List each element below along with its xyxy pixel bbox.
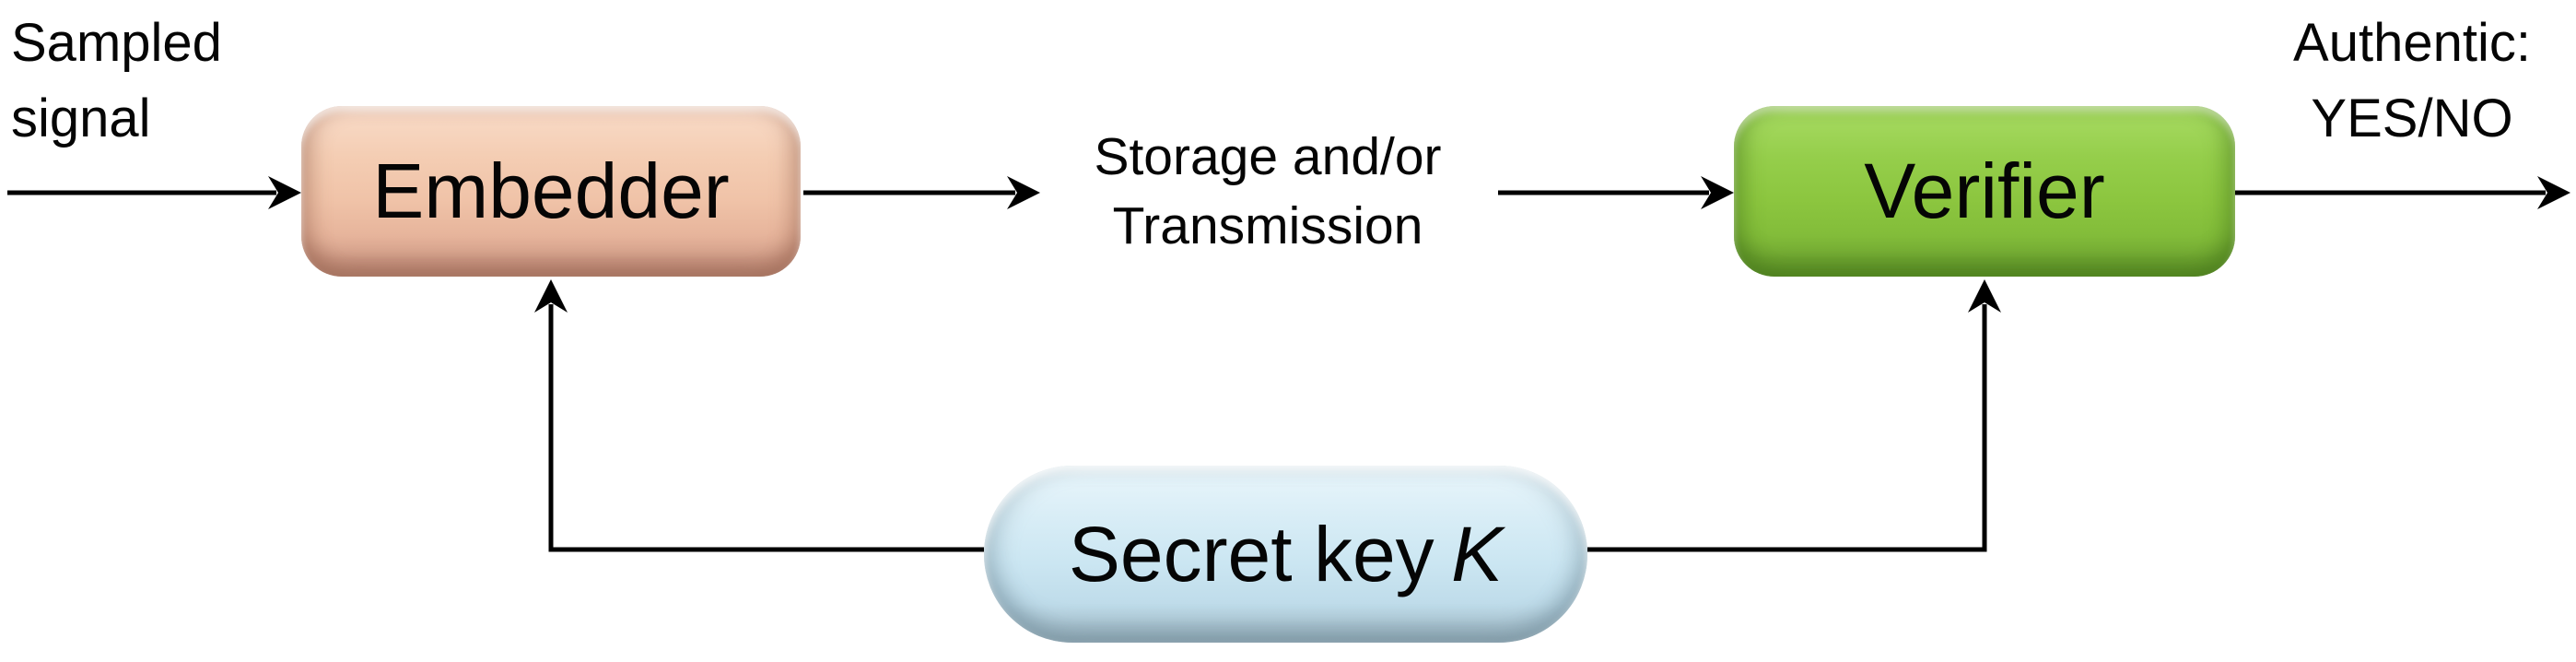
channel-to-verifier-arrow [1498,176,1734,209]
input-signal-label: Sampled signal [11,6,222,157]
output-result-label-line2: YES/NO [2311,89,2513,148]
storage-transmission-label: Storage and/or Transmission [1010,123,1526,261]
secret-key-symbol: K [1451,510,1504,597]
embedder-to-channel-arrow [803,176,1040,209]
input-signal-label-line1: Sampled [11,13,222,73]
verifier-node-label: Verifier [1864,148,2105,234]
embedder-node-label: Embedder [372,148,730,234]
verifier-node: Verifier [1734,106,2235,277]
key-to-verifier-connector [1587,279,2001,552]
secret-key-text: Secret key [1068,510,1434,597]
output-result-label: Authentic: YES/NO [2226,6,2576,157]
key-to-embedder-connector [534,279,984,552]
storage-transmission-label-line1: Storage and/or [1094,127,1442,186]
output-arrow [2235,176,2570,209]
output-result-label-line1: Authentic: [2293,13,2531,73]
storage-transmission-label-line2: Transmission [1112,196,1423,255]
input-arrow [7,176,301,209]
input-signal-label-line2: signal [11,89,151,148]
embedder-node: Embedder [301,106,801,277]
